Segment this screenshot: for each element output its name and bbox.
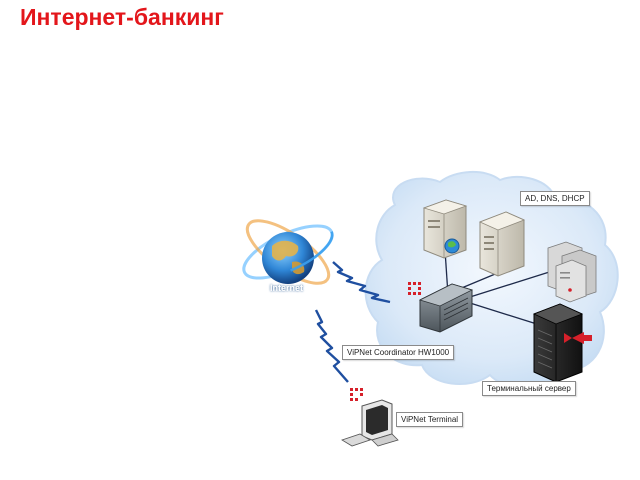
globe-icon <box>242 219 334 285</box>
firewall-icon <box>408 282 421 295</box>
lightning-link-icon <box>314 261 391 383</box>
ad-dns-dhcp-label: AD, DNS, DHCP <box>520 191 590 206</box>
coordinator-appliance-icon <box>418 283 474 333</box>
server-tower-icon <box>478 211 526 277</box>
server-cluster-icon <box>547 241 597 303</box>
firewall-icon <box>350 388 363 401</box>
internet-label: Internet <box>270 283 304 293</box>
server-tower-icon <box>422 199 468 259</box>
workstation-icon <box>341 399 399 447</box>
coordinator-label: ViPNet Coordinator HW1000 <box>342 345 455 360</box>
terminal-label: ViPNet Terminal <box>396 412 464 427</box>
terminal-server-label: Терминальный сервер <box>482 381 576 396</box>
page-title: Интернет-банкинг <box>20 4 224 30</box>
rack-server-icon <box>532 303 592 383</box>
